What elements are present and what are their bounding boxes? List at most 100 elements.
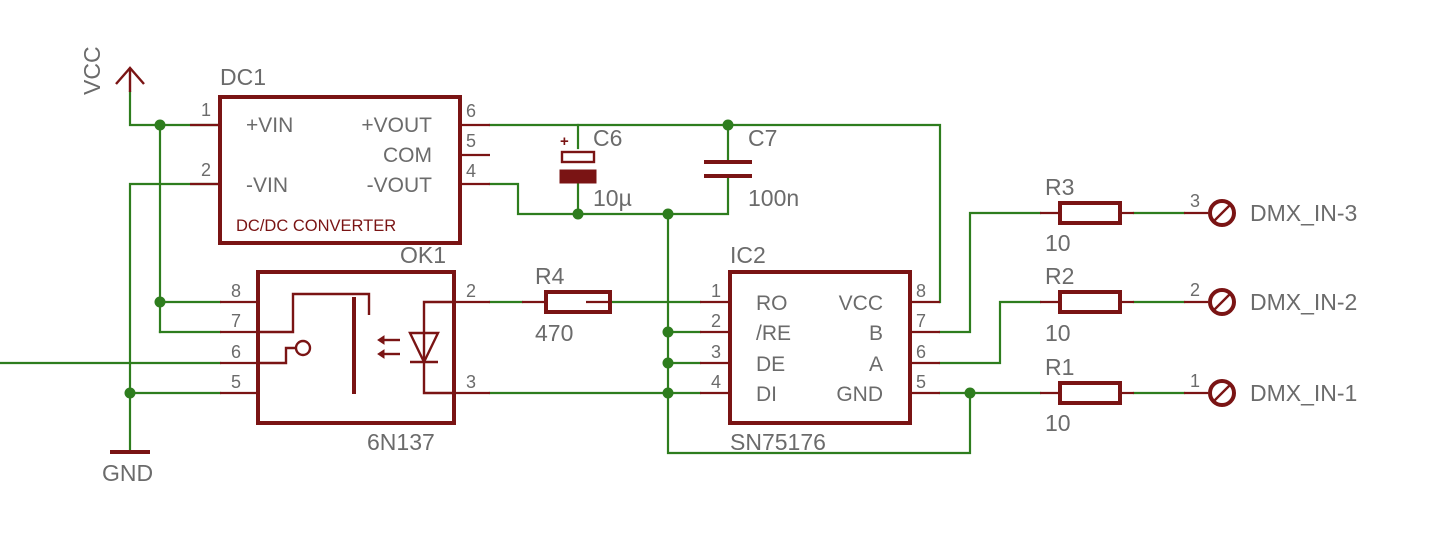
c7-capacitor: C7 100n [704, 125, 799, 211]
dc1-vin-minus: -VIN [246, 174, 288, 197]
led-diode-icon [408, 331, 440, 365]
connector-pin: 3 [1190, 191, 1200, 211]
dc1-com: COM [383, 144, 432, 167]
ic2-pin-4: 4 [711, 372, 721, 392]
junction-dot [662, 208, 674, 220]
c6-name: C6 [593, 125, 622, 151]
dc1-pin-2: 2 [201, 160, 211, 180]
gnd-label: GND [102, 460, 153, 486]
r2-name: R2 [1045, 263, 1074, 289]
ic2-name: IC2 [730, 242, 766, 268]
vcc-label: VCC [79, 46, 105, 95]
connector-dmx-in-1: 1 DMX_IN-1 [1184, 371, 1357, 407]
c7-name: C7 [748, 125, 777, 151]
connector-label: DMX_IN-1 [1250, 380, 1357, 406]
ic2-pin-3: 3 [711, 342, 721, 362]
dc1-vin-plus: +VIN [246, 114, 293, 137]
c6-polarity: + [560, 133, 569, 150]
dc1-body [218, 95, 462, 245]
ok1-body [256, 270, 456, 425]
ic2-body [728, 270, 912, 425]
junctions [124, 119, 976, 399]
wire-a-r2 [938, 300, 1042, 365]
ic2-gnd: GND [836, 383, 883, 406]
r3-value: 10 [1045, 230, 1071, 256]
r3-body [1058, 201, 1122, 225]
connector-dmx-in-2: 2 DMX_IN-2 [1184, 280, 1357, 316]
ic2-re: /RE [756, 322, 791, 345]
dc1-vout-plus: +VOUT [361, 114, 432, 137]
r2-value: 10 [1045, 320, 1071, 346]
terminal-icon [1208, 199, 1236, 227]
ic2-pin-2: 2 [711, 311, 721, 331]
ok1-name: OK1 [400, 242, 446, 268]
c6-value: 10µ [593, 185, 632, 211]
ok1-pin-8: 8 [231, 281, 241, 301]
r4-value: 470 [535, 320, 573, 346]
r1-body [1058, 381, 1122, 405]
r2-resistor: R2 10 [1040, 263, 1134, 346]
ic2-ro: RO [756, 292, 788, 315]
ok1-pin-5: 5 [231, 372, 241, 392]
dc1-converter: DC1 +VIN -VIN +VOUT COM -VOUT DC/DC CONV… [190, 64, 490, 245]
r2-body [1058, 290, 1122, 314]
c6-plate-negative [559, 169, 597, 184]
wire-gnd [128, 182, 222, 452]
ic2-de: DE [756, 353, 785, 376]
ok1-pin-7: 7 [231, 311, 241, 331]
r1-name: R1 [1045, 354, 1074, 380]
dc1-subtitle: DC/DC CONVERTER [236, 217, 396, 235]
ok1-pin-3: 3 [466, 372, 476, 392]
terminal-icon [1208, 379, 1236, 407]
c7-value: 100n [748, 185, 799, 211]
ic2-pin-6: 6 [916, 342, 926, 362]
dc1-vout-minus: -VOUT [367, 174, 433, 197]
connector-label: DMX_IN-2 [1250, 289, 1357, 315]
ic2-transceiver: IC2 SN75176 RO /RE DE DI VCC B A GND 1 2… [700, 242, 940, 455]
ok1-optocoupler: OK1 6N137 8 7 6 5 2 3 [220, 242, 490, 455]
dc1-name: DC1 [220, 64, 266, 90]
r4-body [544, 290, 612, 314]
junction-dot [572, 208, 584, 220]
ic2-di: DI [756, 383, 777, 406]
ic2-pin-8: 8 [916, 281, 926, 301]
connector-label: DMX_IN-3 [1250, 200, 1357, 226]
r3-name: R3 [1045, 174, 1074, 200]
wire-gnd2 [666, 212, 972, 455]
dc1-pin-4: 4 [466, 161, 476, 181]
r4-resistor: R4 470 [522, 263, 612, 346]
ic2-value: SN75176 [730, 429, 826, 455]
junction-dot [722, 119, 734, 131]
c6-capacitor: + C6 10µ [559, 125, 632, 211]
ok1-value: 6N137 [367, 429, 435, 455]
connector-pin: 1 [1190, 371, 1200, 391]
ic2-b: B [869, 322, 883, 345]
dc1-pin-5: 5 [466, 131, 476, 151]
wires [0, 90, 1186, 455]
junction-dot [662, 326, 674, 338]
dc1-pin-6: 6 [466, 101, 476, 121]
connector-pin: 2 [1190, 280, 1200, 300]
ic2-a: A [869, 353, 883, 376]
junction-dot [124, 387, 136, 399]
junction-dot [154, 119, 166, 131]
ok1-pin-2: 2 [466, 281, 476, 301]
r1-resistor: R1 10 [1040, 354, 1134, 436]
r3-resistor: R3 10 [1040, 174, 1134, 256]
terminal-icon [1208, 288, 1236, 316]
wire-b-r3 [938, 211, 1042, 334]
ok1-enable-circle [294, 339, 312, 357]
dc1-pin-1: 1 [201, 100, 211, 120]
ok1-pin-6: 6 [231, 342, 241, 362]
r4-name: R4 [535, 263, 565, 289]
ic2-vcc: VCC [839, 292, 883, 315]
junction-dot [154, 296, 166, 308]
junction-dot [964, 387, 976, 399]
wire-vout-rail [488, 123, 942, 304]
ic2-pin-5: 5 [916, 372, 926, 392]
ic2-pin-1: 1 [711, 281, 721, 301]
junction-dot [662, 387, 674, 399]
junction-dot [662, 357, 674, 369]
r1-value: 10 [1045, 410, 1071, 436]
